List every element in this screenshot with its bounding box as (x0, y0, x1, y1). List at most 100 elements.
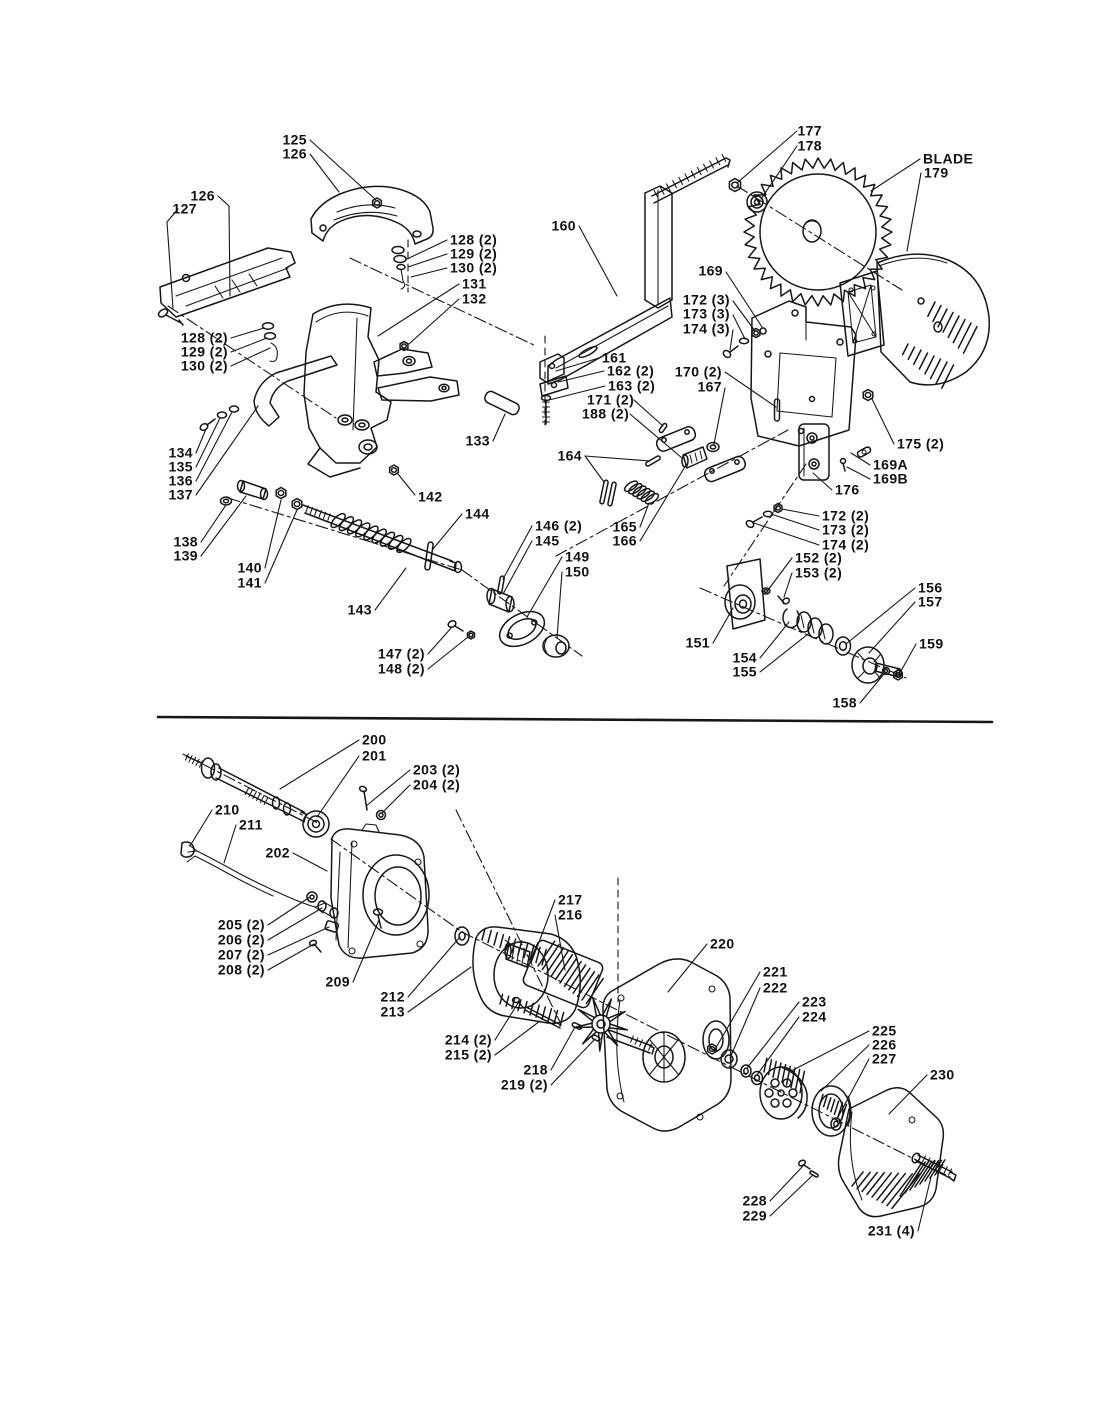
callout-130-left: 130 (2) (180, 357, 228, 374)
cap-screws (797, 1152, 957, 1182)
callout-153: 153 (2) (795, 564, 843, 581)
pivot-collar-group (447, 587, 570, 658)
pivot-housing (303, 303, 460, 478)
callout-208: 208 (2) (217, 961, 265, 978)
callout-178: 178 (797, 137, 822, 154)
roll-pin (484, 390, 520, 416)
callout-158: 158 (832, 694, 857, 711)
callout-152: 152 (2) (795, 549, 843, 566)
callout-146: 146 (2) (535, 517, 583, 534)
fan-rotor (759, 1057, 808, 1120)
support-arm (547, 153, 731, 385)
callout-206: 206 (2) (217, 931, 265, 948)
armature (504, 939, 655, 1055)
callout-137: 137 (168, 486, 193, 503)
callout-174-2: 174 (2) (822, 536, 870, 553)
callout-174-3: 174 (3) (682, 320, 730, 337)
motor-end-bell (602, 958, 732, 1132)
linkage-assembly (623, 426, 747, 505)
callout-179: 179 (924, 164, 949, 181)
callout-177: 177 (797, 122, 822, 139)
callout-129-left: 129 (2) (180, 343, 228, 360)
callout-145: 145 (535, 532, 560, 549)
callout-226: 226 (872, 1036, 897, 1053)
callout-144: 144 (465, 505, 490, 522)
callout-131: 131 (462, 275, 487, 292)
rotor-teeth (763, 1057, 806, 1094)
callout-214: 214 (2) (444, 1031, 492, 1048)
callout-229: 229 (742, 1207, 767, 1224)
callout-207: 207 (2) (217, 946, 265, 963)
callout-136: 136 (168, 472, 193, 489)
callout-225: 225 (872, 1022, 897, 1039)
callout-140: 140 (237, 559, 262, 576)
callout-218: 218 (523, 1061, 548, 1078)
right-hardware (722, 345, 867, 529)
callout-150: 150 (565, 563, 590, 580)
brush-assembly (306, 891, 384, 953)
callout-160: 160 (551, 217, 576, 234)
callout-128-right: 128 (2) (450, 231, 498, 248)
callout-129-right: 129 (2) (450, 245, 498, 262)
callout-141: 141 (237, 574, 262, 591)
field-stator (472, 926, 581, 1027)
section-divider (156, 715, 994, 724)
callout-175: 175 (2) (897, 435, 945, 452)
baffle-hatch (819, 1093, 848, 1121)
callout-176: 176 (835, 481, 860, 498)
callout-173-3: 173 (3) (682, 305, 730, 322)
callout-213: 213 (380, 1003, 405, 1020)
end-cap-vents (851, 1159, 946, 1210)
callout-167: 167 (697, 378, 722, 395)
lead-wires (180, 841, 326, 914)
callout-134: 134 (168, 444, 193, 461)
callout-blade: BLADE (923, 150, 974, 167)
callout-127: 127 (172, 200, 197, 217)
callout-210: 210 (215, 801, 240, 818)
callout-138: 138 (173, 533, 198, 550)
callout-156: 156 (918, 579, 943, 596)
callout-143: 143 (347, 601, 372, 618)
callout-188: 188 (2) (582, 405, 630, 422)
callout-161: 161 (602, 349, 627, 366)
callout-148: 148 (2) (377, 660, 425, 677)
callout-135: 135 (168, 458, 193, 475)
callout-221: 221 (763, 963, 788, 980)
callout-228: 228 (742, 1192, 767, 1209)
baffle-ring (811, 1085, 852, 1137)
callout-216: 216 (558, 906, 583, 923)
callout-169: 169 (698, 262, 723, 279)
callout-223: 223 (802, 993, 827, 1010)
fence-bracket (157, 247, 296, 363)
callout-171: 171 (2) (587, 391, 635, 408)
motor-end-cap (837, 1087, 946, 1218)
callout-159: 159 (919, 635, 944, 652)
stop-bracket (539, 353, 569, 425)
guide-block (798, 423, 830, 481)
callout-219: 219 (2) (500, 1076, 548, 1093)
threaded-rod-assembly (236, 479, 463, 574)
callout-204: 204 (2) (413, 776, 461, 793)
callout-151: 151 (685, 634, 710, 651)
callout-130-right: 130 (2) (450, 259, 498, 276)
saw-blade (743, 157, 893, 307)
ball-bearing (302, 810, 330, 838)
motor-vents (901, 301, 978, 389)
spindle-shaft (184, 753, 307, 823)
callout-126-fence: 126 (190, 187, 215, 204)
callout-169A: 169A (873, 456, 909, 473)
callout-132: 132 (462, 290, 487, 307)
callout-126-arm: 126 (282, 145, 307, 162)
callout-142: 142 (418, 488, 443, 505)
callout-166: 166 (612, 532, 637, 549)
callout-209: 209 (325, 973, 350, 990)
axis-construction-lines (167, 185, 951, 1178)
callout-217: 217 (558, 891, 583, 908)
callout-163: 163 (2) (608, 377, 656, 394)
callout-202: 202 (265, 844, 290, 861)
callout-200: 200 (362, 731, 387, 748)
callout-201: 201 (362, 747, 387, 764)
callout-173-2: 173 (2) (822, 521, 870, 538)
callout-211: 211 (239, 816, 263, 833)
